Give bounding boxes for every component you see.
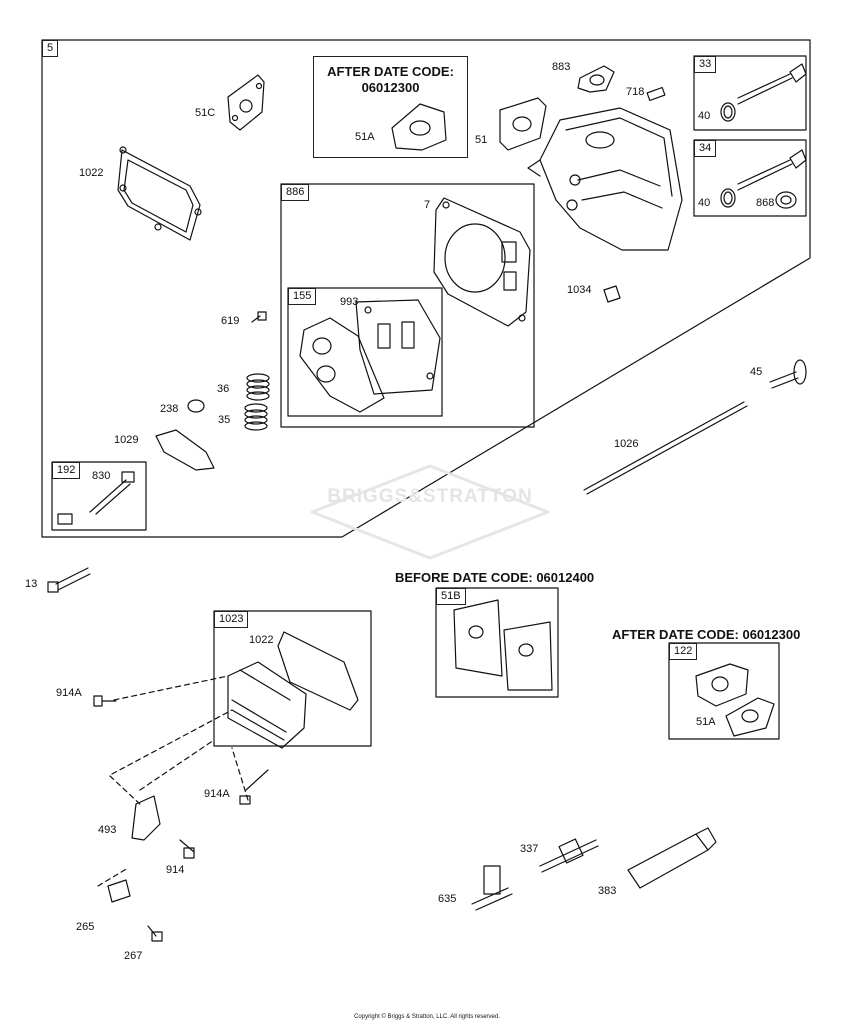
gasket-kit-886-frame <box>280 183 535 428</box>
valve-box-34-frame <box>693 139 807 217</box>
leader-lines <box>97 675 249 887</box>
tappet-45-drawing <box>769 359 807 389</box>
gasket-883-drawing <box>577 65 615 93</box>
part-51c-label: 51C <box>195 107 216 119</box>
part-1022-label: 1022 <box>79 167 104 179</box>
gasket-51-drawing <box>499 97 547 151</box>
part-718-label: 718 <box>626 86 645 98</box>
part-635-label: 635 <box>438 893 457 905</box>
tool-383-drawing <box>627 827 717 889</box>
intake-gasket-51c-drawing <box>227 74 265 131</box>
valve-box-33-frame <box>693 55 807 131</box>
screw-914a-left-drawing <box>93 695 117 707</box>
part-36-label: 36 <box>217 383 230 395</box>
kit-5-label: 5 <box>42 40 59 57</box>
part-337-label: 337 <box>520 843 539 855</box>
gasket-set-155-drawing <box>299 299 441 413</box>
cap-238-drawing <box>187 399 205 413</box>
part-267-label: 267 <box>124 950 143 962</box>
kit-34-label: 34 <box>694 140 717 157</box>
gasket-box-51b-frame <box>435 587 559 698</box>
after-date-top-line2: 06012300 <box>361 80 420 95</box>
part-383-label: 383 <box>598 885 617 897</box>
part-830-label: 830 <box>92 470 111 482</box>
cylinder-head-drawing <box>527 107 683 251</box>
screw-619-drawing <box>251 311 267 323</box>
part-1029-label: 1029 <box>114 434 139 446</box>
part-238-label: 238 <box>160 403 179 415</box>
pushrod-1026-drawing <box>583 401 748 495</box>
part-1034-label: 1034 <box>567 284 592 296</box>
part-265-label: 265 <box>76 921 95 933</box>
before-date-code-header: BEFORE DATE CODE: 06012400 <box>395 570 595 585</box>
exhaust-valve-drawing <box>720 63 807 122</box>
valve-cover-kit-1023-frame <box>213 610 372 747</box>
valve-cover-drawing <box>227 661 307 749</box>
bolt-13-drawing <box>47 567 91 593</box>
part-883-label: 883 <box>552 61 571 73</box>
part-40-label: 40 <box>698 110 711 122</box>
dowel-718-drawing <box>646 86 666 102</box>
after-date-box-top <box>313 56 468 158</box>
screw-914-drawing <box>179 839 195 859</box>
kit-155-label: 155 <box>288 288 317 305</box>
part-51a-label: 51A <box>355 131 375 143</box>
part-914-label: 914 <box>166 864 185 876</box>
valve-cover-gasket-lower-drawing <box>277 631 359 711</box>
watermark-text: BRIGGS&STRATTON <box>327 486 533 507</box>
clip-1034-drawing <box>603 285 621 303</box>
kit-122-label: 122 <box>669 643 698 660</box>
valve-spring-36-drawing <box>246 373 270 401</box>
gasket-122-drawing <box>695 663 775 737</box>
part-493-label: 493 <box>98 824 117 836</box>
kit-886-label: 886 <box>281 184 310 201</box>
copyright-text: Copyright © Briggs & Stratton, LLC. All … <box>354 1014 500 1020</box>
part-7-label: 7 <box>424 199 431 211</box>
fitting-635-drawing <box>471 865 513 911</box>
after-date-top-line1: AFTER DATE CODE: <box>327 64 454 79</box>
valve-cover-gasket-drawing <box>117 146 202 241</box>
watermark-outline <box>310 464 550 560</box>
part-868-label: 868 <box>756 197 775 209</box>
screw-914a-lower-drawing <box>239 769 269 805</box>
spark-plug-drawing <box>539 838 599 873</box>
gasket-set-155-frame <box>287 287 443 417</box>
part-13-label: 13 <box>25 578 38 590</box>
part-914a-label: 914A <box>56 687 82 699</box>
part-993-label: 993 <box>340 296 359 308</box>
part-45-label: 45 <box>750 366 763 378</box>
kit-51b-label: 51B <box>436 588 466 605</box>
clip-265-drawing <box>107 879 131 903</box>
bracket-493-drawing <box>131 795 161 841</box>
part-619-label: 619 <box>221 315 240 327</box>
valve-spring-35-drawing <box>244 403 268 431</box>
gasket-box-122-frame <box>668 642 780 740</box>
part-914a-label: 914A <box>204 788 230 800</box>
kit-33-label: 33 <box>694 56 717 73</box>
kit-1023-label: 1023 <box>214 611 249 628</box>
part-51a-right-label: 51A <box>696 716 716 728</box>
part-1022-cover-label: 1022 <box>249 634 274 646</box>
screw-267-drawing <box>147 925 163 942</box>
part-40-label: 40 <box>698 197 711 209</box>
after-date-code-header: AFTER DATE CODE: 06012300 <box>612 627 801 642</box>
head-gasket-drawing <box>433 197 531 327</box>
gasket-51a-top-drawing <box>391 103 447 151</box>
intake-valve-drawing <box>720 149 807 209</box>
gasket-51b-drawing <box>453 599 553 691</box>
stud-kit-192-drawing <box>57 471 135 525</box>
rocker-arm-drawing <box>155 429 215 471</box>
part-1026-label: 1026 <box>614 438 639 450</box>
stud-kit-192-frame <box>51 461 147 531</box>
part-51-label: 51 <box>475 134 488 146</box>
kit-5-boundary <box>41 39 811 538</box>
kit-192-label: 192 <box>52 462 81 479</box>
part-35-label: 35 <box>218 414 231 426</box>
